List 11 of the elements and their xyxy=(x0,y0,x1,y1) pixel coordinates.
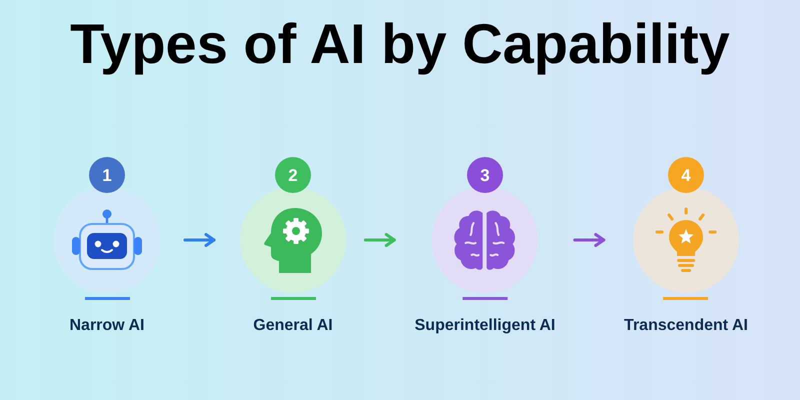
step-label: Transcendent AI xyxy=(624,316,748,336)
arrow xyxy=(364,233,396,247)
arrow xyxy=(184,233,216,247)
step-number: 4 xyxy=(668,157,704,193)
step-number: 1 xyxy=(89,157,125,193)
step-number: 3 xyxy=(467,157,503,193)
arrow xyxy=(573,233,606,247)
step-label: General AI xyxy=(253,316,333,336)
step-label: Narrow AI xyxy=(70,316,144,336)
step-label: Superintelligent AI xyxy=(414,316,556,336)
step-number: 2 xyxy=(275,157,311,193)
